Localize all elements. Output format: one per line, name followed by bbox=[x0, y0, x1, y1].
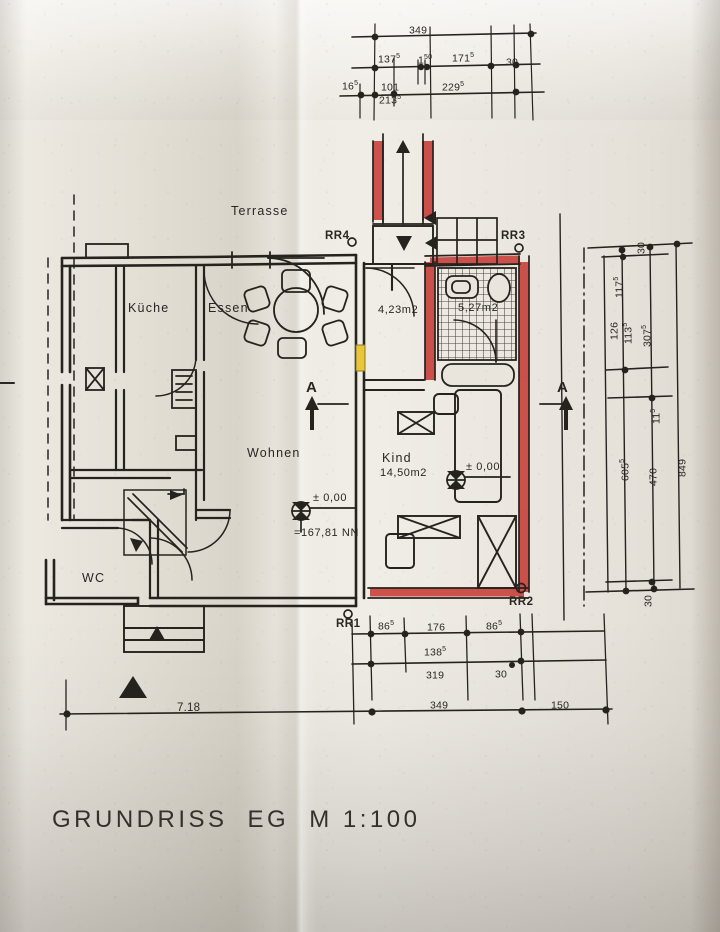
room-label-kueche: Küche bbox=[128, 301, 170, 315]
dimension-bottom-f: 30 bbox=[495, 668, 508, 681]
dimension-top-g: 2135 bbox=[379, 94, 402, 107]
dimension-right-c: 126 bbox=[608, 321, 621, 340]
hall-walls bbox=[362, 262, 426, 392]
title-drawing-type: GRUNDRISS bbox=[52, 806, 228, 833]
title-floor: EG bbox=[247, 806, 290, 833]
dimension-bottom-e: 319 bbox=[426, 669, 445, 682]
section-marker-a-right: A bbox=[557, 379, 568, 396]
section-arrow-right bbox=[559, 396, 573, 430]
existing-house-interior-walls bbox=[60, 264, 232, 600]
dimension-right-j: 30 bbox=[642, 594, 655, 607]
dimension-bottom-a: 865 bbox=[378, 620, 395, 633]
dimension-top-c: 1715 bbox=[452, 52, 475, 65]
right-building-edge-lines bbox=[559, 213, 565, 621]
entrance-door-arrow bbox=[424, 211, 437, 250]
downpipe-label-rr2: RR2 bbox=[509, 596, 534, 608]
level-value-main: ± 0,00 bbox=[313, 492, 348, 504]
dimension-top-a: 1375 bbox=[378, 53, 401, 66]
dimension-top-overall: 349 bbox=[409, 24, 428, 37]
dimension-top-e: 165 bbox=[342, 80, 359, 93]
existing-house-walls bbox=[44, 253, 366, 608]
dimension-bottom-i: 7.18 bbox=[177, 701, 201, 714]
hall-door-swing bbox=[365, 265, 415, 317]
top-dimension-ticks bbox=[357, 30, 535, 99]
extension-stair-shaft bbox=[372, 133, 434, 225]
right-dimension-lines bbox=[585, 242, 695, 593]
level-symbol-main bbox=[291, 501, 357, 533]
downpipe-markers bbox=[343, 237, 527, 619]
downpipe-label-rr4: RR4 bbox=[325, 230, 350, 242]
drawing-title-block: GRUNDRISS EG M 1:100 bbox=[52, 806, 420, 834]
wall-opening-marker bbox=[355, 344, 366, 372]
dimension-right-h: 470 bbox=[647, 467, 660, 486]
section-arrow-left bbox=[305, 396, 319, 432]
right-dimension-ticks bbox=[618, 240, 681, 595]
level-reference-main: =167,81 NN bbox=[294, 527, 360, 539]
staircase-direction-arrow bbox=[130, 490, 182, 552]
stair-down-arrow bbox=[396, 236, 412, 251]
terrace-door bbox=[231, 251, 325, 315]
room-area-flur: 4,23m2 bbox=[378, 304, 419, 316]
room-label-essen: Essen bbox=[208, 301, 249, 315]
photo-edge-shadow-left bbox=[0, 0, 26, 932]
room-label-wc: WC bbox=[82, 571, 106, 585]
bottom-dimension-lines bbox=[59, 613, 613, 731]
entry-arrow bbox=[119, 626, 165, 698]
bathroom-fixtures bbox=[441, 273, 515, 387]
staircase-existing bbox=[123, 488, 188, 556]
room-area-bad: 5,27m2 bbox=[458, 302, 499, 314]
room-label-kind: Kind bbox=[382, 451, 412, 465]
paper-fold-crease-vertical bbox=[275, 0, 317, 932]
extension-red-walls bbox=[370, 141, 529, 597]
kitchen-fixtures bbox=[85, 243, 197, 451]
dimension-bottom-h: 150 bbox=[551, 699, 570, 712]
room-label-wohnen: Wohnen bbox=[247, 446, 301, 460]
dimension-right-i: 849 bbox=[676, 458, 689, 477]
dimension-bottom-b: 176 bbox=[427, 621, 446, 634]
dimension-right-b: 1175 bbox=[613, 276, 626, 298]
dimension-bottom-g: 349 bbox=[430, 699, 449, 712]
dimension-top-f: 101 bbox=[381, 81, 400, 94]
room-label-terrasse: Terrasse bbox=[231, 204, 289, 218]
stair-up-arrow bbox=[396, 140, 410, 153]
dimension-right-a: 30 bbox=[635, 241, 648, 254]
level-value-extension: ± 0,00 bbox=[466, 461, 501, 473]
title-scale: M 1:100 bbox=[309, 806, 421, 833]
top-dimension-lines bbox=[339, 23, 545, 121]
dimension-bottom-d: 1385 bbox=[424, 646, 447, 659]
kind-furniture bbox=[385, 389, 517, 589]
dimension-right-e: 3075 bbox=[641, 324, 654, 347]
entry-steps bbox=[123, 605, 205, 653]
dimension-top-h: 2295 bbox=[442, 81, 465, 94]
dimension-right-d: 1135 bbox=[622, 322, 635, 344]
dimension-bottom-c: 865 bbox=[486, 620, 503, 633]
dining-table-set bbox=[243, 269, 349, 359]
dimension-top-d: 30 bbox=[506, 56, 519, 69]
dimension-right-f: 115 bbox=[650, 408, 663, 424]
bottom-dimension-ticks bbox=[63, 628, 610, 718]
bathroom-door-swing bbox=[453, 319, 497, 363]
photo-edge-shadow-right bbox=[690, 0, 720, 932]
dimension-top-b: 150 bbox=[418, 54, 433, 67]
section-marker-a-left: A bbox=[306, 379, 317, 396]
room-area-kind: 14,50m2 bbox=[380, 467, 428, 479]
downpipe-label-rr3: RR3 bbox=[501, 230, 526, 242]
downpipe-label-rr1: RR1 bbox=[336, 618, 361, 630]
paper-fold-bottom bbox=[0, 722, 720, 932]
door-swings-existing bbox=[115, 269, 259, 581]
dimension-right-g: 6055 bbox=[619, 458, 632, 481]
level-symbol-extension bbox=[446, 470, 511, 490]
